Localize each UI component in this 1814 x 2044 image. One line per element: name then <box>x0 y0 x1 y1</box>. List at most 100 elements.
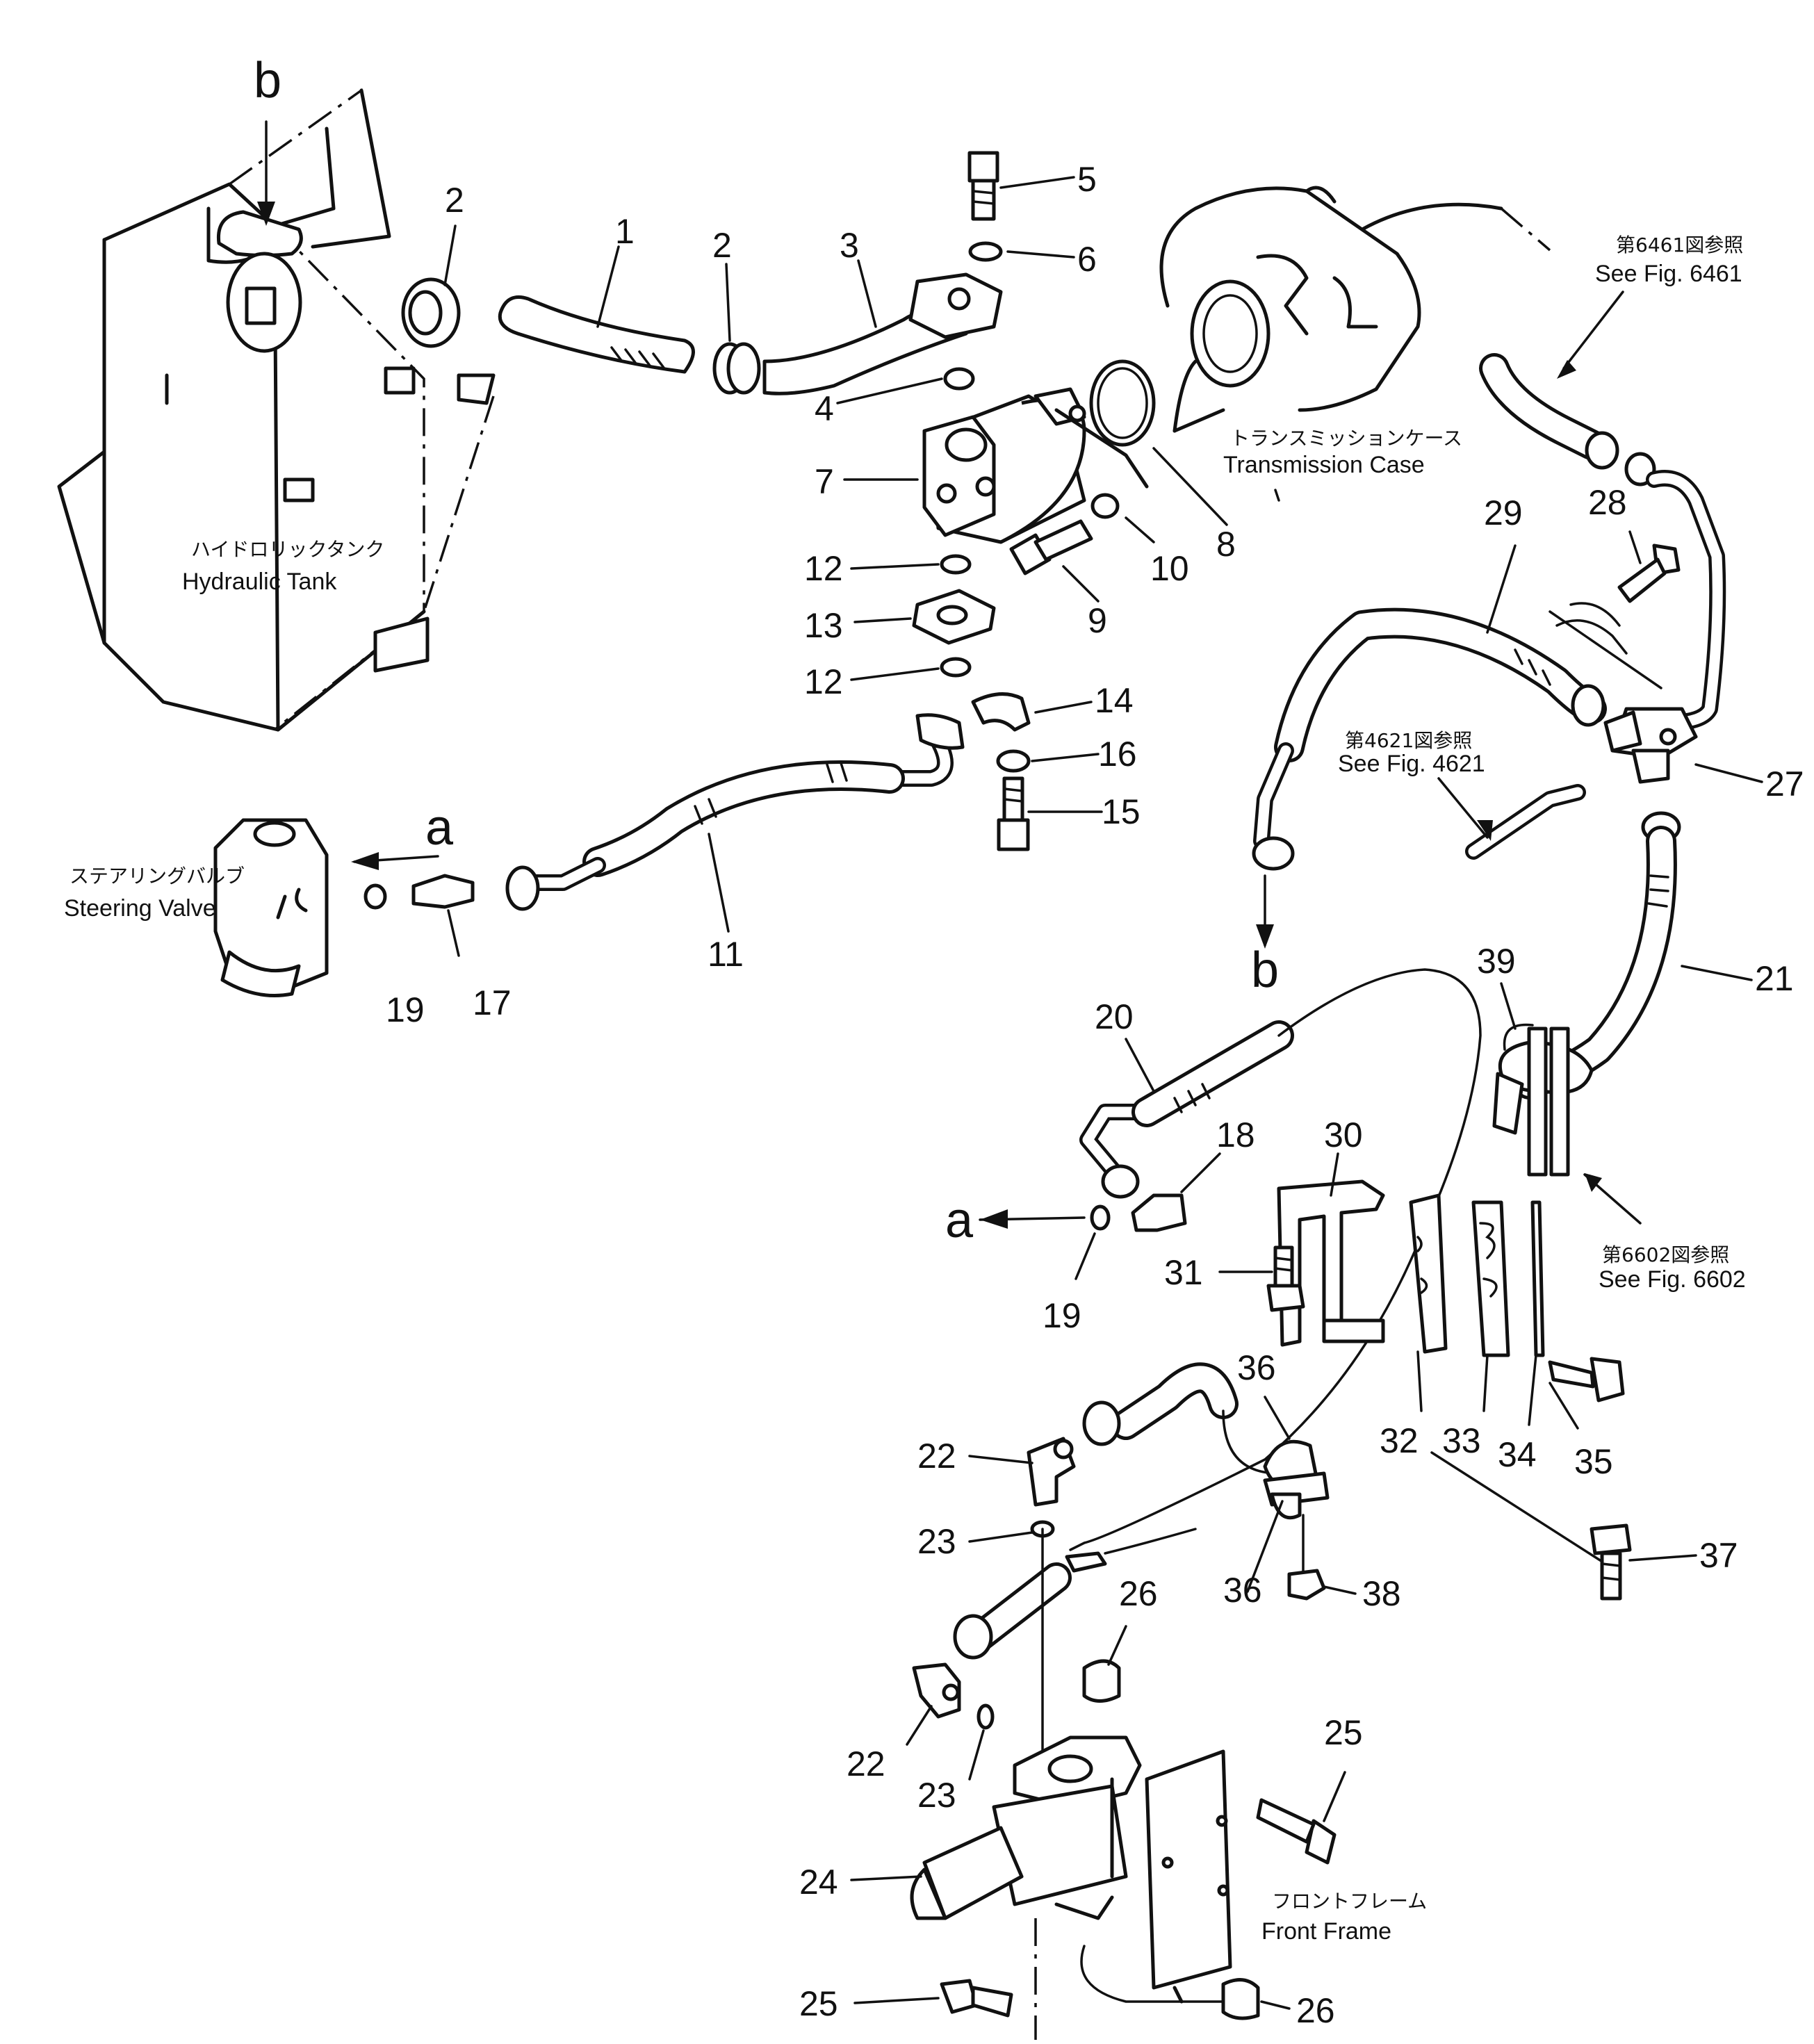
label-32: 32 <box>1380 1421 1419 1460</box>
letter-b-bottom: b <box>1251 942 1279 998</box>
clamp-half-14 <box>971 692 1031 732</box>
label-33: 33 <box>1442 1421 1481 1460</box>
label-30: 30 <box>1324 1115 1363 1154</box>
label-36-lower: 36 <box>1223 1571 1262 1610</box>
o-ring-8 <box>1089 359 1156 447</box>
label-25-right: 25 <box>1324 1713 1363 1752</box>
label-23-lower: 23 <box>917 1776 956 1815</box>
valve-24 <box>910 1528 1142 1920</box>
split-flange-13 <box>912 589 996 645</box>
bolt-25-bottom <box>940 1979 1013 2018</box>
label-26-upper: 26 <box>1119 1574 1158 1613</box>
steering-valve <box>213 818 329 997</box>
label-37: 37 <box>1699 1536 1738 1575</box>
washer-16 <box>996 749 1031 773</box>
component-labels: ハイドロリックタンク Hydraulic Tank トランスミッションケース T… <box>64 427 1462 1945</box>
label-19-upper: 19 <box>386 990 425 1029</box>
bolt-31 <box>1266 1245 1305 1312</box>
label-9: 9 <box>1088 601 1107 640</box>
transmission-case-label-en: Transmission Case <box>1223 452 1425 478</box>
elbow-22-upper <box>1027 1437 1076 1507</box>
label-5: 5 <box>1077 160 1097 199</box>
hose-clamp-right <box>712 342 761 395</box>
label-31: 31 <box>1164 1253 1203 1292</box>
o-ring-23-lower <box>977 1703 995 1730</box>
nut-38 <box>1287 1569 1326 1601</box>
nut-26-upper <box>1082 1659 1121 1703</box>
connection-letters: b a b a <box>254 53 1279 1248</box>
steering-valve-label-jp: ステアリングバルブ <box>70 865 245 888</box>
reference-arrow-6602 <box>1583 1173 1642 1225</box>
label-28: 28 <box>1588 483 1627 522</box>
gear-pump <box>922 387 1149 544</box>
bolt-5 <box>967 151 999 221</box>
label-27: 27 <box>1765 765 1804 803</box>
transmission-case-label-jp: トランスミッションケース <box>1230 427 1462 450</box>
clip-32 <box>1409 1193 1448 1354</box>
letter-b-top: b <box>254 53 281 108</box>
clip-39 <box>1492 1023 1594 1177</box>
label-23-upper: 23 <box>917 1522 956 1561</box>
pressure-hose-11 <box>505 713 965 911</box>
letter-a-upper: a <box>425 800 454 856</box>
clip-33 <box>1471 1200 1510 1357</box>
washer-6 <box>968 241 1003 262</box>
o-ring-12-lower <box>940 657 972 678</box>
connection-b-arrow-top <box>257 120 275 226</box>
label-25-bottom: 25 <box>799 1984 838 2023</box>
connection-a-arrow-lower <box>979 1209 1086 1229</box>
clamp-36 <box>1263 1439 1330 1520</box>
label-10: 10 <box>1150 549 1189 588</box>
connector-18 <box>1131 1193 1187 1232</box>
label-15: 15 <box>1102 792 1141 831</box>
label-36-upper: 36 <box>1237 1348 1276 1387</box>
label-20: 20 <box>1095 997 1134 1036</box>
connection-b-arrow-bottom <box>1256 874 1274 949</box>
bolt-25-right <box>1256 1798 1337 1865</box>
label-24: 24 <box>799 1863 838 1902</box>
elbow-22-lower <box>912 1662 961 1719</box>
transmission-case <box>1159 186 1551 433</box>
o-ring-19-upper <box>363 883 387 910</box>
label-21: 21 <box>1755 959 1794 998</box>
label-2-left: 2 <box>445 181 464 220</box>
tube-27 <box>1624 452 1726 731</box>
hydraulic-tank <box>57 88 496 732</box>
ref-4621-jp: 第4621図参照 <box>1345 729 1472 752</box>
reference-labels: 第6461図参照 See Fig. 6461 第4621図参照 See Fig.… <box>1338 234 1746 1293</box>
bolt-37 <box>1590 1523 1632 1601</box>
label-12-lower: 12 <box>804 662 843 701</box>
label-11: 11 <box>708 935 744 974</box>
hose-29 <box>1252 607 1607 871</box>
label-12-upper: 12 <box>804 549 843 588</box>
bolt-35 <box>1548 1357 1625 1403</box>
return-hose <box>1082 1362 1280 1475</box>
label-2-right: 2 <box>712 226 732 265</box>
hose-tip-6461 <box>1479 353 1619 470</box>
ref-4621-en: See Fig. 4621 <box>1338 751 1485 777</box>
label-26-lower: 26 <box>1296 1991 1335 2030</box>
washer-10 <box>1090 493 1120 519</box>
ref-6602-en: See Fig. 6602 <box>1599 1266 1746 1293</box>
label-14: 14 <box>1095 681 1134 720</box>
label-39: 39 <box>1477 942 1516 981</box>
label-38: 38 <box>1362 1574 1401 1613</box>
o-ring-4 <box>943 367 975 391</box>
label-6: 6 <box>1077 240 1097 279</box>
label-7: 7 <box>815 462 834 501</box>
letter-a-lower: a <box>945 1193 974 1248</box>
front-frame-label-en: Front Frame <box>1261 1918 1391 1945</box>
connector-17 <box>411 874 475 909</box>
hose-clamp-left <box>401 277 461 348</box>
label-16: 16 <box>1098 735 1137 774</box>
ref-6461-jp: 第6461図参照 <box>1616 234 1743 256</box>
bolt-28 <box>1617 543 1681 603</box>
label-22-upper: 22 <box>917 1437 956 1475</box>
label-8: 8 <box>1216 525 1236 564</box>
hydraulic-tank-label-jp: ハイドロリックタンク <box>191 538 384 561</box>
part-labels: 1 2 2 3 4 5 6 7 8 9 10 11 12 13 12 14 16… <box>386 160 1804 2030</box>
front-frame <box>1080 1749 1232 2004</box>
suction-hose <box>498 295 695 374</box>
bolt-9 <box>1009 519 1093 575</box>
